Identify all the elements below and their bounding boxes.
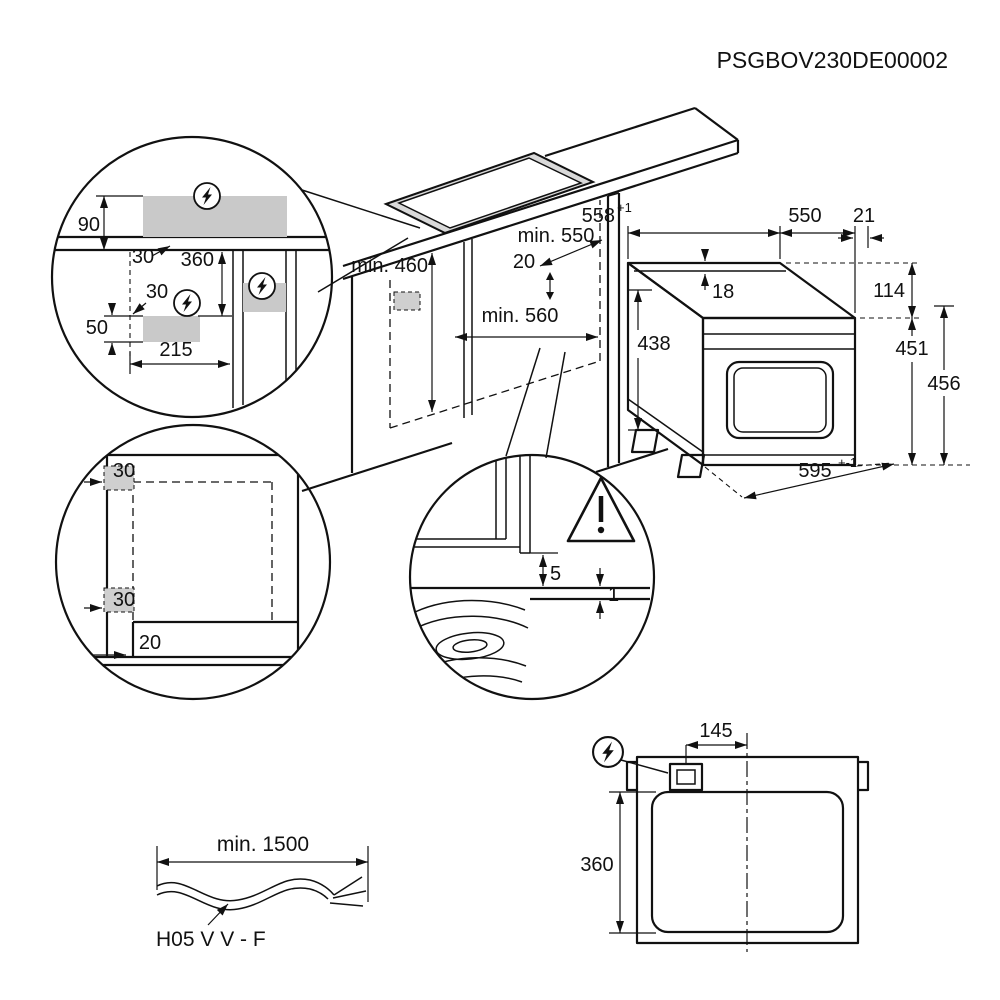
dim-top-depth: 550 [788, 205, 821, 227]
detail-circle [54, 423, 332, 701]
dim-min-width: min. 560 [482, 305, 559, 327]
dim-30-plinth-top: 30 [113, 460, 135, 482]
scene-worktop [342, 106, 740, 281]
scene-cabinet: min. 550 20 min. 460 min. 560 [301, 192, 669, 493]
dim-front-width-tol: +-1 [838, 455, 857, 470]
oven-3d: 558 +1 550 21 18 114 451 456 438 595 +-1 [582, 200, 970, 500]
dim-min-depth: min. 550 [518, 225, 595, 247]
dim-top-width-tol: +1 [617, 200, 632, 215]
dim-front-height: 451 [895, 338, 928, 360]
mains-cable-note: min. 1500 H05 V V - F [156, 833, 369, 951]
detail-plinth-view: 30 30 20 [54, 423, 332, 701]
dim-cable-y: 360 [580, 854, 613, 876]
dim-front-offset: 21 [853, 205, 875, 227]
dim-cable-length: min. 1500 [217, 833, 309, 856]
dim-30-plinth-bottom: 30 [113, 589, 135, 611]
dim-gap-front: 1 [608, 584, 619, 606]
scene-hob [383, 151, 596, 235]
dim-30-mid: 30 [146, 281, 168, 303]
outlet-zone [143, 316, 200, 342]
dim-body-height: 438 [637, 333, 670, 355]
outlet-zone [103, 587, 135, 613]
dim-front-width: 595 [798, 460, 831, 482]
dim-20-plinth: 20 [139, 632, 161, 654]
dim-top-width: 558 [582, 205, 615, 227]
mains-connection-box [668, 762, 704, 792]
detail-rear-gap: 5 1 [408, 453, 656, 701]
detail-circle [50, 135, 334, 419]
oven-door-window [725, 360, 835, 440]
dim-cable-x: 145 [699, 720, 732, 742]
dim-top-recess: 18 [712, 281, 734, 303]
dim-90: 90 [78, 214, 100, 236]
power-supply-icon [173, 289, 201, 317]
oven-foot [630, 428, 660, 454]
dim-overall-height: 456 [927, 373, 960, 395]
warning-icon [566, 476, 636, 543]
detail-circle [408, 453, 656, 701]
cable-drawing [156, 876, 367, 911]
power-supply-icon [592, 736, 624, 768]
dim-50: 50 [86, 317, 108, 339]
outlet-zone [103, 465, 135, 491]
cable-type-label: H05 V V - F [156, 928, 266, 951]
dim-panel-height: 114 [873, 280, 905, 302]
outlet-zone [393, 291, 421, 311]
dim-360: 360 [181, 249, 214, 271]
dim-gap-rear: 5 [550, 563, 561, 585]
oven-top-view: 145 360 [580, 720, 870, 952]
dim-215: 215 [159, 339, 192, 361]
power-supply-icon [248, 272, 276, 300]
detail-power-zones: 90 30 360 30 50 215 [50, 135, 421, 419]
document-code: PSGBOV230DE00002 [717, 47, 948, 73]
oven-foot [676, 453, 706, 479]
power-supply-icon [193, 182, 221, 210]
dim-rear-gap: 20 [513, 251, 535, 273]
dim-30-top: 30 [132, 246, 154, 268]
